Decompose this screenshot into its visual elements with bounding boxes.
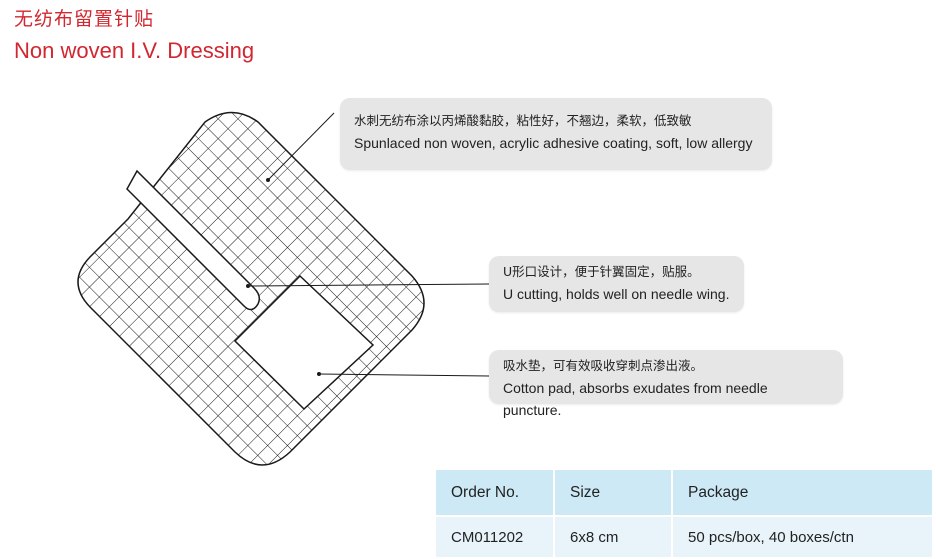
leader-line-1	[267, 112, 335, 181]
header-package: Package	[672, 470, 932, 516]
u-cutting-slot	[126, 169, 261, 311]
callout-cotton-pad: 吸水垫，可有效吸收穿刺点渗出液。 Cotton pad, absorbs exu…	[489, 350, 843, 418]
leader-line-3	[318, 373, 490, 377]
callout-u-cutting: U形口设计，便于针翼固定，贴服。 U cutting, holds well o…	[489, 256, 744, 312]
leader-dot-2	[246, 284, 250, 288]
cell-package: 50 pcs/box, 40 boxes/ctn	[672, 515, 932, 557]
leader-dot-3	[317, 372, 321, 376]
callout-u-cutting-cn: U形口设计，便于针翼固定，贴服。	[503, 264, 700, 279]
callout-material-en: Spunlaced non woven, acrylic adhesive co…	[354, 135, 753, 151]
page-title-en: Non woven I.V. Dressing	[14, 38, 255, 63]
cotton-pad	[233, 274, 375, 411]
callout-material-cn: 水刺无纺布涂以丙烯酸黏胶，粘性好，不翘边，柔软，低致敏	[354, 113, 692, 128]
cell-size: 6x8 cm	[554, 515, 673, 557]
spec-table-header-row: Order No. Size Package	[436, 470, 932, 516]
callout-u-cutting-en: U cutting, holds well on needle wing.	[503, 286, 730, 302]
callout-cotton-pad-cn: 吸水垫，可有效吸收穿刺点渗出液。	[503, 358, 704, 373]
callout-cotton-pad-en: Cotton pad, absorbs exudates from needle…	[503, 380, 768, 418]
cell-order-no: CM011202	[436, 515, 555, 557]
table-row: CM011202 6x8 cm 50 pcs/box, 40 boxes/ctn	[436, 515, 932, 557]
header-order-no: Order No.	[436, 470, 555, 516]
callout-material: 水刺无纺布涂以丙烯酸黏胶，粘性好，不翘边，柔软，低致敏 Spunlaced no…	[340, 98, 772, 170]
leader-dot-1	[266, 178, 270, 182]
header-size: Size	[554, 470, 673, 516]
leader-line-2	[247, 283, 490, 287]
spec-table: Order No. Size Package CM011202 6x8 cm 5…	[436, 470, 932, 557]
page-title-cn: 无纺布留置针贴	[14, 8, 155, 30]
